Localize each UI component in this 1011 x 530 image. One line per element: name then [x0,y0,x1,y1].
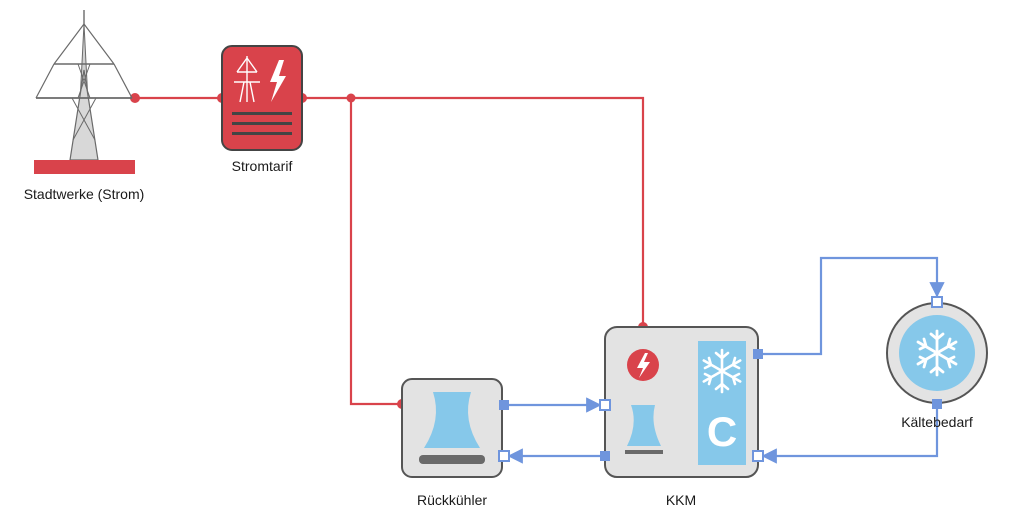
tariff-to-cooler-line [349,98,402,406]
compression-chiller-icon: C [625,341,746,465]
demand-cold-out-port[interactable] [932,399,942,409]
tariff-to-chiller-line [302,96,645,327]
power-pylon-icon [34,10,135,174]
tariff-label: Stromtarif [232,158,293,174]
chiller-cold-return-port[interactable] [752,450,764,462]
cold-lines [504,256,945,464]
junction-dot [346,93,356,103]
snowflake-icon [916,329,958,377]
chiller-cold-out-port[interactable] [600,451,610,461]
cooler-label: Rückkühler [417,492,487,508]
demand-node[interactable]: Kältebedarf [886,296,988,430]
electric-lines [135,96,645,406]
grid-port[interactable] [130,93,140,103]
demand-label: Kältebedarf [901,414,973,430]
chiller-label: KKM [666,492,696,508]
tariff-node[interactable]: Stromtarif [221,45,303,174]
grid-label: Stadtwerke (Strom) [24,186,145,202]
electric-ports [130,93,648,409]
cooler-cold-out-port[interactable] [499,400,509,410]
chiller-node[interactable]: C KKM [599,326,764,508]
demand-to-chiller-line [761,404,939,464]
demand-cold-in-port[interactable] [931,296,943,308]
chiller-to-demand-line [758,256,945,356]
cooler-cold-in-port[interactable] [498,450,510,462]
electricity-tariff-icon [232,56,292,135]
chiller-cold-supply-port[interactable] [753,349,763,359]
chiller-snowflake-icon [702,348,742,394]
grid-node[interactable]: Stadtwerke (Strom) [24,10,145,202]
cooling-tower-icon [419,392,485,464]
chiller-badge: C [707,408,737,455]
chiller-cold-in-port[interactable] [599,399,611,411]
cooler-node[interactable]: Rückkühler [401,378,510,508]
